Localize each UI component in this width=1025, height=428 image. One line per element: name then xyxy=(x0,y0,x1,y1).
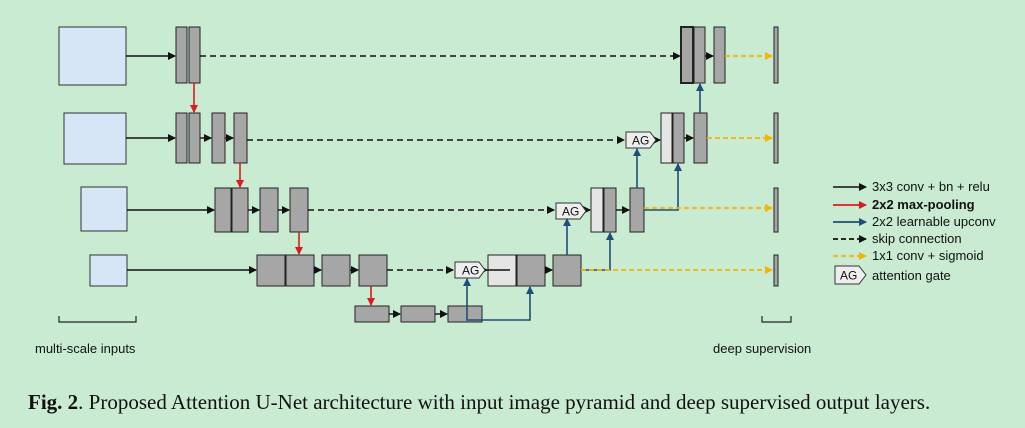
conv-block xyxy=(188,112,201,164)
conv-block xyxy=(358,254,388,287)
conv-block xyxy=(175,26,188,84)
conv-block xyxy=(603,187,617,233)
conv-block xyxy=(672,112,685,164)
decoder-blocks xyxy=(487,26,726,287)
conv-block xyxy=(285,254,315,287)
input-image-level-4 xyxy=(89,254,128,287)
input-image-level-1 xyxy=(58,26,127,86)
conv-block xyxy=(693,26,706,84)
conv-block xyxy=(552,254,582,287)
conv-block xyxy=(259,187,279,233)
input-image-level-2 xyxy=(63,112,127,165)
deep-supervision-label: deep supervision xyxy=(713,341,811,356)
attention-gate-label: AG xyxy=(462,264,479,278)
supervision-bracket xyxy=(761,316,792,323)
attention-gate-label: AG xyxy=(632,134,649,148)
concat-block xyxy=(680,26,694,84)
legend-item-ag: AG attention gate xyxy=(834,265,951,285)
pooling-arrows xyxy=(190,83,375,306)
legend-label: 2x2 learnable upconv xyxy=(872,214,996,229)
bottleneck-block xyxy=(354,305,390,323)
input-image-level-3 xyxy=(80,186,128,232)
conv-block xyxy=(231,187,249,233)
conv-block xyxy=(693,112,708,164)
conv-block xyxy=(713,26,726,84)
attention-gate-shape xyxy=(625,131,657,149)
output-layer xyxy=(773,26,779,84)
attention-gate: AG xyxy=(454,261,486,279)
concat-block xyxy=(590,187,604,233)
conv-block xyxy=(233,112,248,164)
attention-gate-shape xyxy=(834,265,867,285)
output-layer xyxy=(773,187,779,233)
supervision-arrows xyxy=(581,52,773,274)
output-layer xyxy=(773,112,779,164)
bottleneck-block xyxy=(447,305,483,323)
legend-item-maxpool: 2x2 max-pooling xyxy=(833,197,975,212)
attention-gate-shape xyxy=(454,261,486,279)
figure-caption: Fig. 2. Proposed Attention U-Net archite… xyxy=(28,390,930,415)
multi-scale-inputs-label: multi-scale inputs xyxy=(35,341,136,356)
attention-gate: AG xyxy=(625,131,657,149)
bottleneck-block xyxy=(400,305,436,323)
deep-supervision-outputs xyxy=(773,26,779,287)
conv-block xyxy=(211,112,226,164)
legend-item-conv: 3x3 conv + bn + relu xyxy=(833,179,990,194)
input-pyramid xyxy=(58,26,128,287)
concat-block xyxy=(660,112,673,164)
caption-text: . Proposed Attention U-Net architecture … xyxy=(78,390,931,414)
attention-gate: AG xyxy=(555,202,587,220)
attention-gate-shape xyxy=(555,202,587,220)
skip-connections xyxy=(200,52,681,274)
encoder-blocks xyxy=(175,26,483,323)
conv-block xyxy=(289,187,309,233)
conv-block xyxy=(188,26,201,84)
legend: 3x3 conv + bn + relu 2x2 max-pooling 2x2… xyxy=(833,179,996,285)
legend-label: skip connection xyxy=(872,231,962,246)
conv-block xyxy=(516,254,546,287)
conv-block xyxy=(256,254,286,287)
legend-item-upconv: 2x2 learnable upconv xyxy=(833,214,996,229)
legend-ag-symbol: AG xyxy=(840,269,857,283)
legend-label: 3x3 conv + bn + relu xyxy=(872,179,990,194)
output-layer xyxy=(773,254,779,287)
caption-label: Fig. 2 xyxy=(28,390,79,414)
conv-block xyxy=(629,187,645,233)
legend-item-skip: skip connection xyxy=(833,231,962,246)
legend-label: 1x1 conv + sigmoid xyxy=(872,248,984,263)
conv-arrows xyxy=(126,52,714,318)
legend-label: 2x2 max-pooling xyxy=(872,197,975,212)
input-bracket xyxy=(58,316,137,323)
conv-block xyxy=(214,187,232,233)
conv-block xyxy=(175,112,188,164)
legend-label: attention gate xyxy=(872,268,951,283)
attention-gate-label: AG xyxy=(562,205,579,219)
conv-block xyxy=(321,254,351,287)
legend-item-sigmoid: 1x1 conv + sigmoid xyxy=(833,248,984,263)
